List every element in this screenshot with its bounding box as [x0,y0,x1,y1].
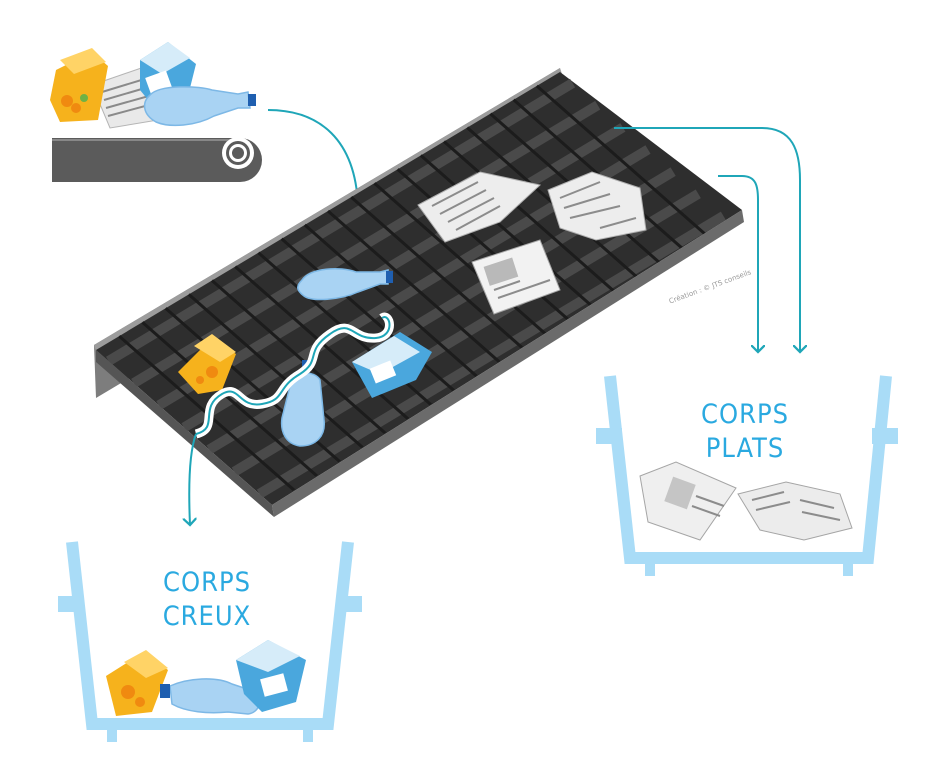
flat-bodies-label: CORPS PLATS [690,398,800,466]
arrow-to-hollow-bin [189,433,196,525]
screen-newspaper-1 [417,171,542,243]
screen-newspaper-2 [547,171,647,241]
input-conveyor-belt [52,137,262,182]
input-yellow-juice-carton [50,48,108,122]
hollow-bodies-label-line1: CORPS [162,567,252,598]
flat-bodies-label-line1: CORPS [700,399,790,430]
hollow-bin-yellow-juice-carton [106,650,168,716]
arrow-to-flat-bin-2 [614,127,800,352]
hollow-bin-milk-carton [236,640,306,712]
screen-yellow-juice-carton [178,334,236,394]
flat-bodies-bin [596,375,898,576]
flat-bin-newspaper-1 [639,461,737,541]
screen-newspaper-3 [471,239,561,315]
arrow-to-flat-bin-1 [718,175,758,352]
screen-milk-carton [352,332,432,398]
hollow-bodies-label: CORPS CREUX [152,566,262,634]
input-plastic-bottle [143,86,256,127]
flat-bin-newspaper-2 [737,481,853,541]
arrow-belt-to-screen [267,109,358,205]
hollow-bodies-bin [58,541,362,742]
hollow-bodies-label-line2: CREUX [162,601,252,632]
flat-bodies-label-line2: PLATS [705,433,785,464]
screen-bottle-1 [297,267,393,301]
